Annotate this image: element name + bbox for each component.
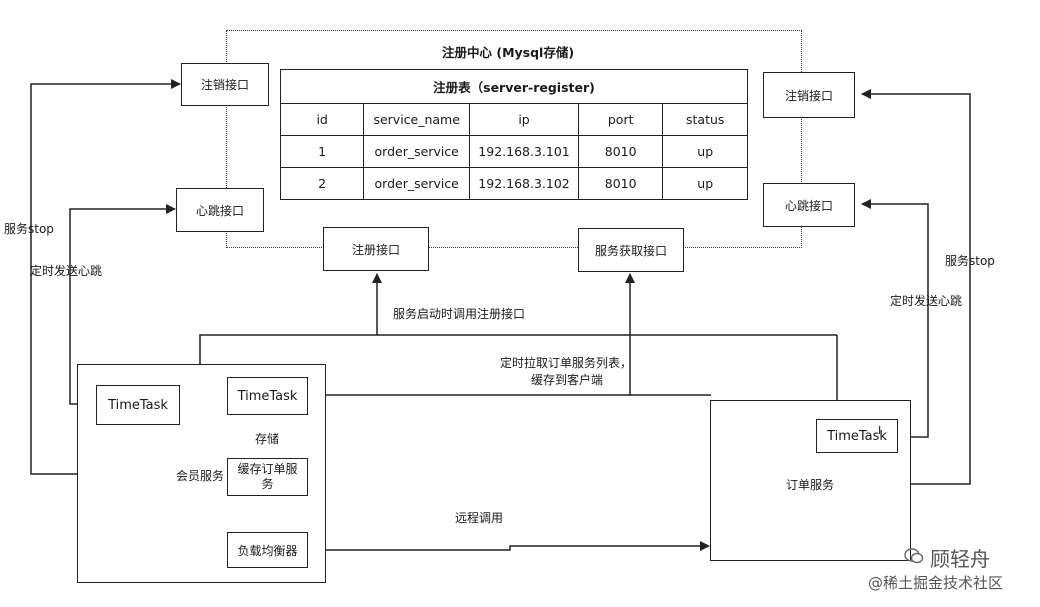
- deregister-interface-right: 注销接口: [763, 72, 855, 118]
- register-interface: 注册接口: [323, 227, 429, 271]
- registry-center: [226, 30, 802, 248]
- cell-id: 1: [279, 135, 365, 168]
- registry-title: 注册中心 (Mysql存储): [442, 45, 575, 60]
- edge-remote-call: [308, 541, 710, 551]
- label-register-call: 服务启动时调用注册接口: [393, 307, 526, 321]
- label-heartbeat-left: 定时发送心跳: [30, 264, 103, 278]
- timetask-left: TimeTask: [96, 385, 180, 425]
- deregister-interface-left: 注销接口: [181, 63, 269, 106]
- heartbeat-interface-right: 心跳接口: [763, 183, 855, 227]
- cell-status: up: [662, 135, 748, 168]
- cache-order-service: 缓存订单服务: [227, 458, 308, 496]
- heartbeat-interface-left: 心跳接口: [176, 188, 264, 232]
- edge-register-call: [199, 273, 382, 365]
- cell-port: 8010: [577, 167, 664, 200]
- cell-ip: 192.168.3.102: [469, 167, 579, 200]
- table-row: 1 order_service 192.168.3.101 8010 up: [279, 135, 748, 168]
- wechat-icon: [904, 547, 924, 565]
- table-row: 2 order_service 192.168.3.102 8010 up: [279, 167, 748, 200]
- col-port: port: [577, 103, 664, 136]
- cell-service-name: order_service: [363, 167, 471, 200]
- load-balancer: 负载均衡器: [227, 532, 308, 568]
- edge-service-stop-left: [30, 79, 181, 475]
- cell-id: 2: [279, 167, 365, 200]
- watermark-author: 顾轻舟: [930, 547, 990, 571]
- label-heartbeat-right: 定时发送心跳: [890, 294, 963, 308]
- registry-table: 注册表（server-register) id service_name ip …: [279, 69, 748, 200]
- timetask-order: TimeTask: [816, 419, 898, 453]
- cell-service-name: order_service: [363, 135, 471, 168]
- table-caption: 注册表（server-register): [280, 69, 748, 104]
- col-service-name: service_name: [363, 103, 471, 136]
- label-remote-call: 远程调用: [455, 511, 504, 525]
- label-service-stop-left: 服务stop: [4, 222, 54, 236]
- store-label: 存储: [255, 432, 280, 446]
- col-id: id: [279, 103, 365, 136]
- text-cursor-icon: I: [878, 424, 882, 437]
- cell-ip: 192.168.3.101: [469, 135, 579, 168]
- order-service-label: 订单服务: [786, 478, 835, 492]
- edge-heartbeat-right: [861, 199, 929, 438]
- edge-service-stop-right: [861, 89, 971, 485]
- label-pull-list-1: 定时拉取订单服务列表，: [500, 356, 633, 370]
- discovery-interface: 服务获取接口: [578, 228, 684, 272]
- member-service-label: 会员服务: [176, 469, 225, 483]
- watermark-platform: @稀土掘金技术社区: [868, 574, 1004, 592]
- cell-port: 8010: [577, 135, 664, 168]
- timetask-member: TimeTask: [227, 377, 308, 415]
- label-pull-list-2: 缓存到客户端: [531, 373, 604, 387]
- cell-status: up: [662, 167, 748, 200]
- col-status: status: [662, 103, 748, 136]
- label-service-stop-right: 服务stop: [945, 254, 995, 268]
- col-ip: ip: [469, 103, 579, 136]
